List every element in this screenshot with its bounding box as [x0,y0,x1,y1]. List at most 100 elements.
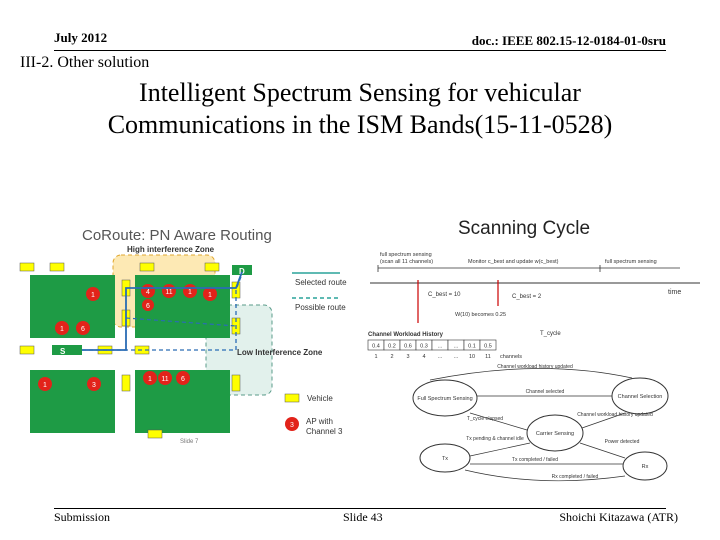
legend-ap-number: 3 [290,422,294,429]
destination-node [232,265,252,275]
state-node [526,414,584,452]
channel-number: 2 [390,354,393,360]
state-label: Full Spectrum Sensing [417,396,472,402]
access-point [176,371,190,385]
state-label: Channel Selection [618,394,663,400]
legend-ap-swatch [285,417,299,431]
header-date: July 2012 [54,30,108,45]
coroute-title: CoRoute: PN Aware Routing [82,227,272,244]
history-value: 0.3 [420,344,428,350]
transition-label: Tx completed / failed [512,457,558,463]
transition-label: Power detected [605,439,640,445]
block [30,275,115,338]
ap-label: 1 [60,326,64,333]
history-value: 0.4 [372,344,380,350]
legend-selected-label: Selected route [295,278,347,287]
transition-label: Tx pending & channel idle [466,436,524,442]
slide-title-line1: Intelligent Spectrum Sensing for vehicul… [139,78,581,107]
history-value: ... [454,344,459,350]
channel-number: ... [438,354,443,360]
vehicle [49,262,65,272]
figure-caption: Slide 7 [180,439,199,445]
transition-arrow [464,469,626,482]
transition-arrow [469,442,531,457]
slide-title: Intelligent Spectrum Sensing for vehicul… [40,77,680,141]
full-sensing-label: full spectrum sensing [380,252,432,258]
access-point [203,287,217,301]
vehicle [147,429,163,439]
footer-divider [54,508,666,509]
state-node [622,451,668,481]
history-value: ... [438,344,443,350]
vehicle [139,262,155,272]
access-point [143,371,157,385]
legend-vehicle-label: Vehicle [307,394,333,403]
legend-possible-label: Possible route [295,303,346,312]
access-point [86,287,100,301]
transition-arrow [581,412,626,429]
transition-label: Rx completed / failed [552,474,599,480]
access-point [55,321,69,335]
state-label: Rx [642,464,649,470]
ap-label: 1 [188,289,192,296]
scanning-cycle-figure: Scanning Cycle full spectrum sensing (sc… [360,208,710,486]
source-node [52,345,82,355]
channel-number: 10 [469,354,475,360]
access-point [142,299,154,311]
scanning-cycle-title: Scanning Cycle [458,218,590,239]
history-value: 0.5 [484,344,492,350]
channel-number: 1 [374,354,377,360]
ap-label: 1 [91,292,95,299]
t-cycle-label: T_cycle [540,331,561,337]
transition-label: T_cycle elapsed [467,416,503,422]
ap-label: 6 [81,326,85,333]
channel-number: 4 [422,354,425,360]
ap-label: 4 [146,289,150,296]
legend-ap-label1: AP with [306,417,333,426]
footer-author: Shoichi Kitazawa (ATR) [559,510,678,524]
channel-number: 11 [485,354,491,360]
section-heading: III-2. Other solution [20,54,150,71]
w-update-note: W(10) becomes 0.25 [455,312,506,318]
transition-label: Channel workload history updated [497,364,573,370]
destination-label: D [239,267,245,276]
access-point [38,377,52,391]
ap-label: 1 [43,382,47,389]
ap-label: 6 [181,376,185,383]
transition-label: Channel selected [526,389,565,395]
history-value: 0.1 [468,344,476,350]
vehicle [121,374,131,392]
source-label: S [60,347,66,356]
cbest-label: C_best = 2 [512,294,542,300]
ap-label: 1 [148,376,152,383]
transition-arrow [469,412,528,431]
channel-number: ... [454,354,459,360]
coroute-figure: CoRoute: PN Aware Routing High interfere… [10,210,365,460]
ap-label: 3 [92,382,96,389]
ap-channel-labels: 1 4 11 1 6 1 1 6 1 3 1 11 6 [43,289,212,389]
vehicle [19,345,35,355]
history-cell [479,339,497,351]
footer-slide-number: Slide 43 [343,510,383,524]
monitor-label: Monitor c_best and update w(c_best) [468,259,559,265]
transition-label: Channel workload history updated [577,412,653,418]
state-label: Tx [442,456,448,462]
state-node [412,379,478,417]
vehicle [231,374,241,392]
possible-route [125,317,237,327]
ap-label: 11 [161,376,168,383]
header-divider [54,50,666,51]
access-point [87,377,101,391]
ap-label: 1 [208,292,212,299]
history-value: 0.6 [404,344,412,350]
low-zone-label: Low Interference Zone [237,348,323,357]
legend-vehicle-swatch [284,393,300,403]
high-zone-label: High interference Zone [127,245,215,254]
history-value: 0.2 [388,344,396,350]
full-sensing-label2: (scan all 11 channels) [380,259,433,265]
ap-label: 6 [146,303,150,310]
access-point [76,321,90,335]
state-label: Carrier Sensing [536,431,574,437]
time-label: time [668,289,681,296]
vehicle [204,262,220,272]
